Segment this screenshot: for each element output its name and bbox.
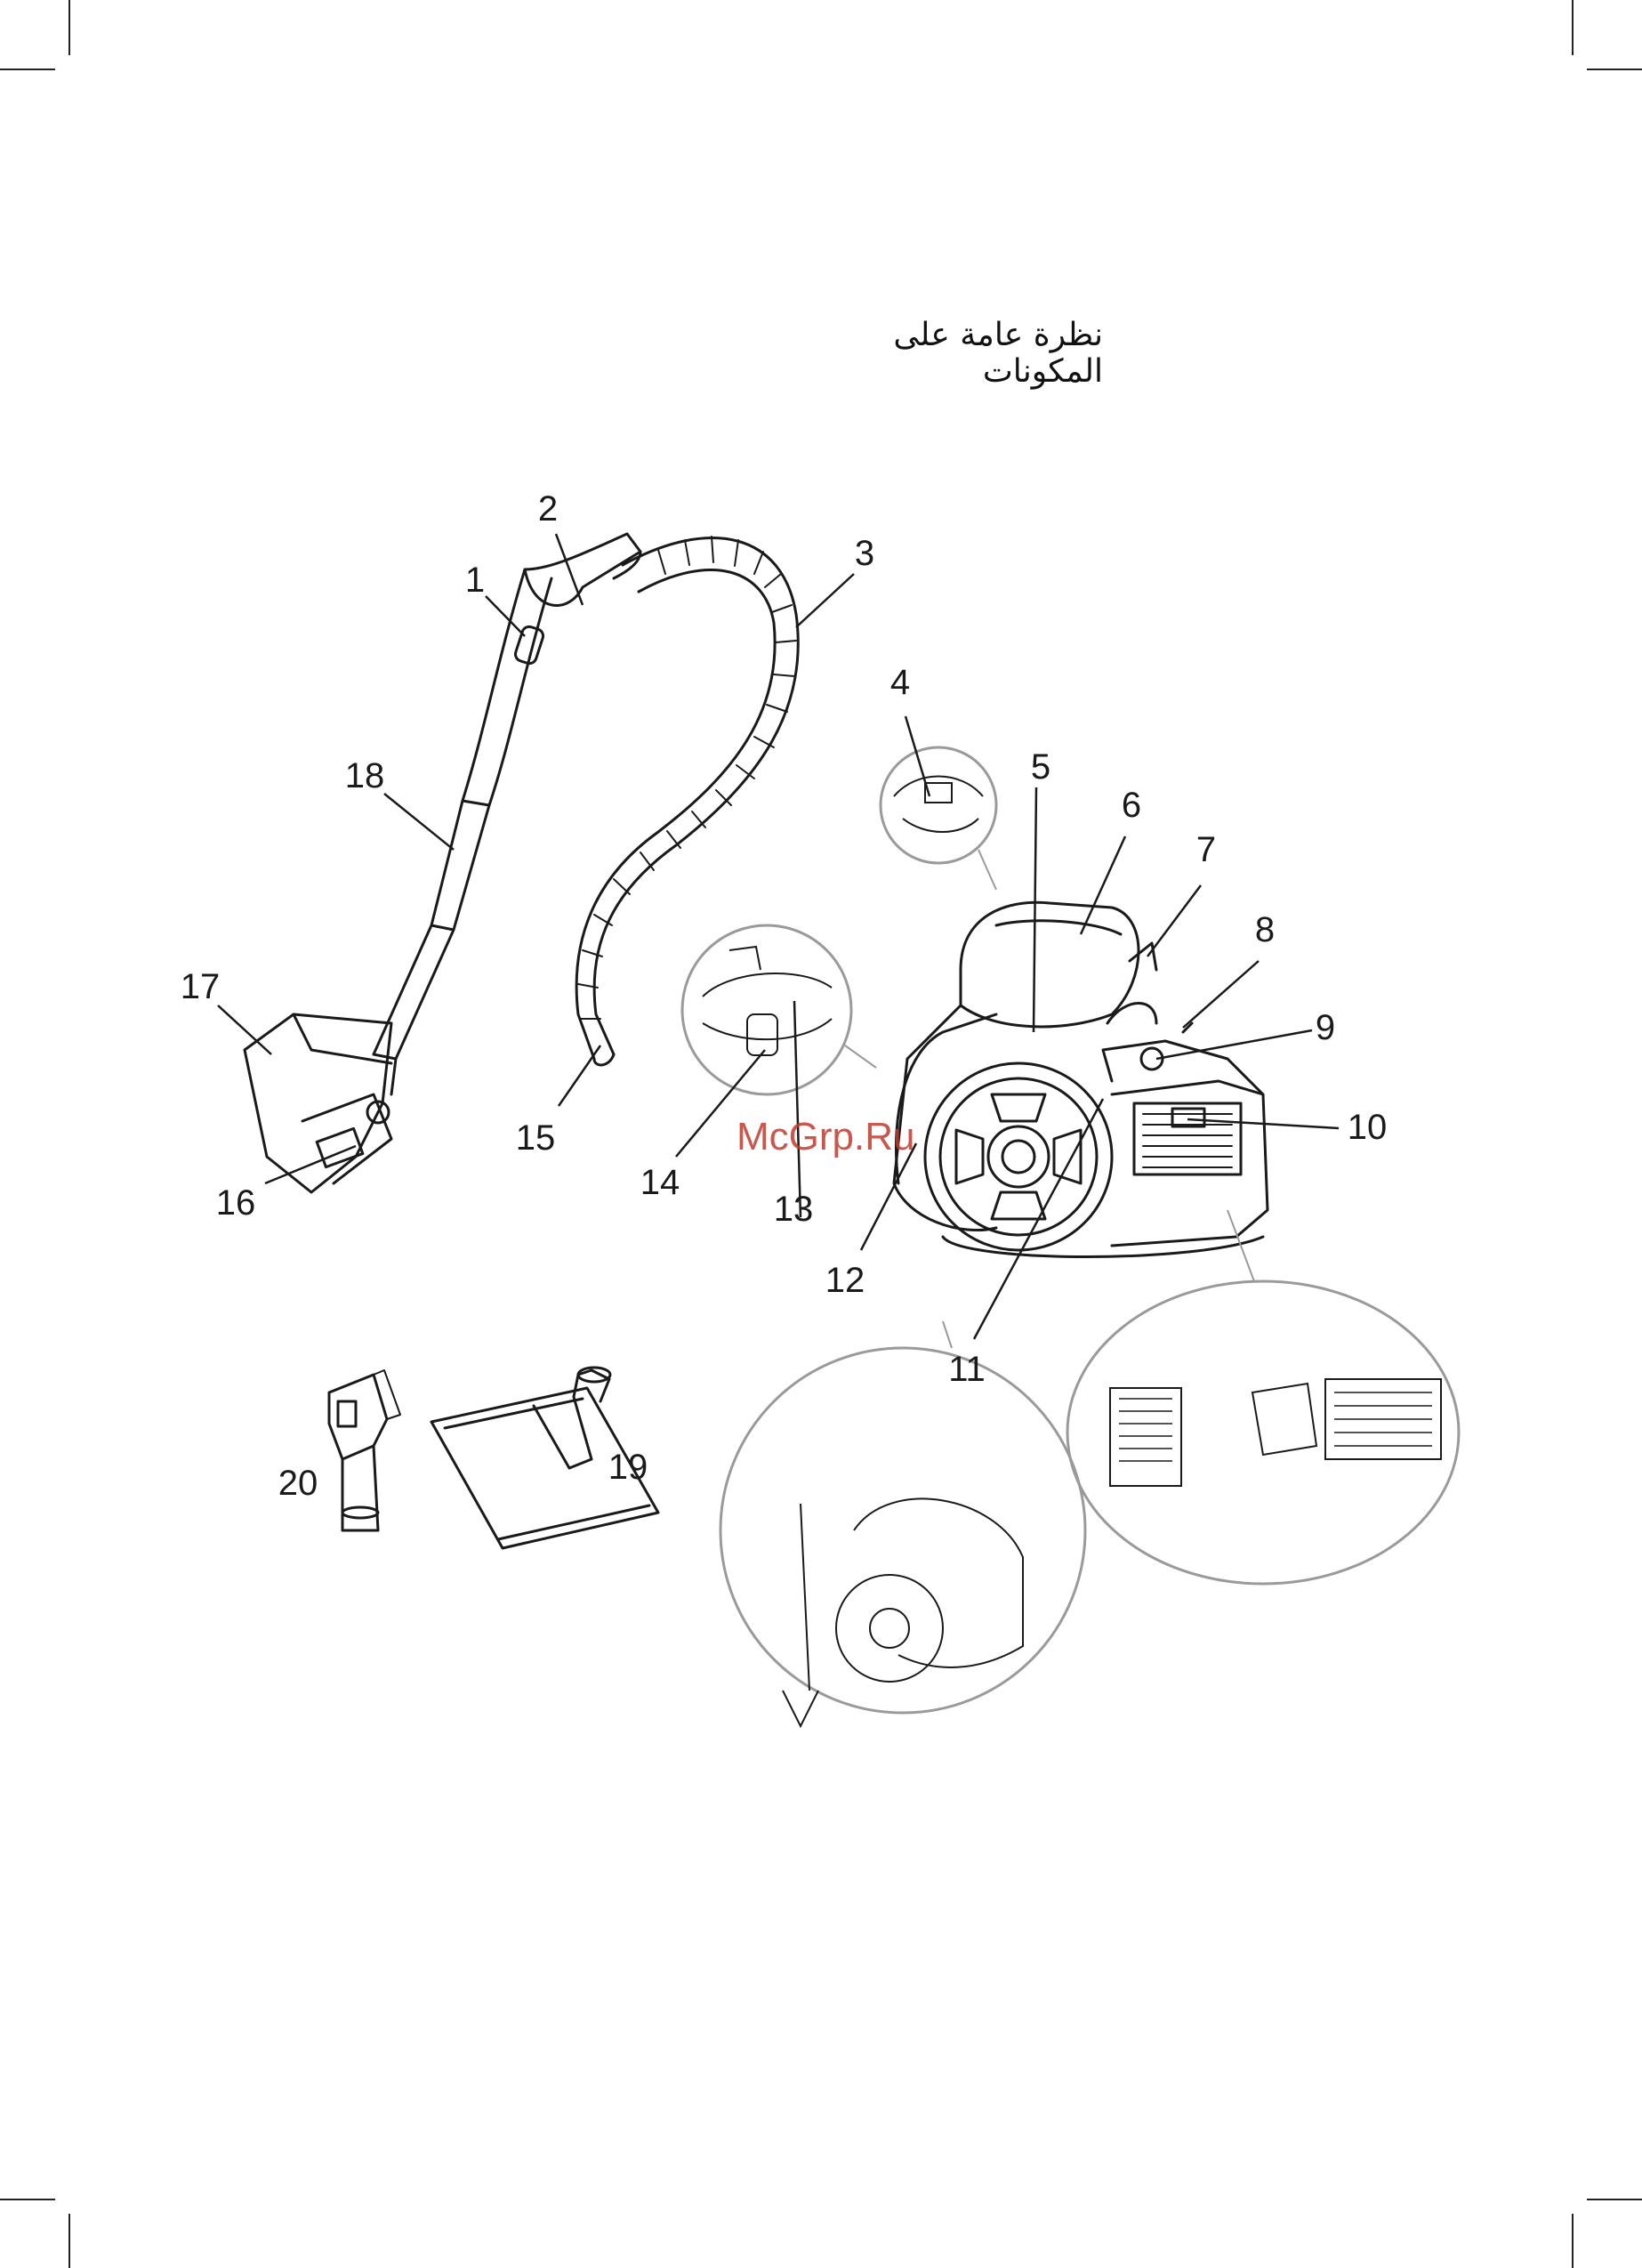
zoom-callouts [682,747,1459,1713]
callout-5: 5 [1031,747,1050,787]
cyclone-lid-detail [894,777,983,833]
callout-2: 2 [538,489,558,529]
upholstery-brush [329,1370,400,1530]
telescopic-tube [374,569,551,1059]
callout-9: 9 [1316,1008,1335,1047]
callout-12: 12 [825,1261,865,1300]
callout-1: 1 [465,561,485,600]
vacuum-body [894,902,1268,1256]
callout-14: 14 [640,1163,680,1202]
hose-ribs [578,537,796,1019]
callout-11: 11 [948,1350,986,1389]
callout-16: 16 [216,1183,256,1223]
filter-detail [1110,1379,1441,1486]
callout-19: 19 [608,1448,648,1487]
callout-18: 18 [345,756,385,795]
callout-7: 7 [1196,830,1216,869]
zoom-circle-dust-container-release [682,925,851,1094]
callout-8: 8 [1255,910,1275,949]
dust-container-release-detail [703,947,832,1055]
callout-20: 20 [278,1464,318,1503]
zoom-circle-cord-rewind [720,1348,1085,1713]
callout-4: 4 [890,663,910,702]
zoom-circle-cyclone-lid [881,747,996,863]
callout-17: 17 [181,967,221,1006]
watermark: McGrp.Ru [736,1115,914,1158]
corrugated-hose [576,537,798,1065]
callout-15: 15 [516,1118,556,1158]
callout-13: 13 [774,1190,814,1229]
floor-nozzle [245,1014,396,1192]
callout-6: 6 [1122,786,1141,825]
callout-10: 10 [1348,1108,1388,1147]
callout-3: 3 [855,534,874,573]
